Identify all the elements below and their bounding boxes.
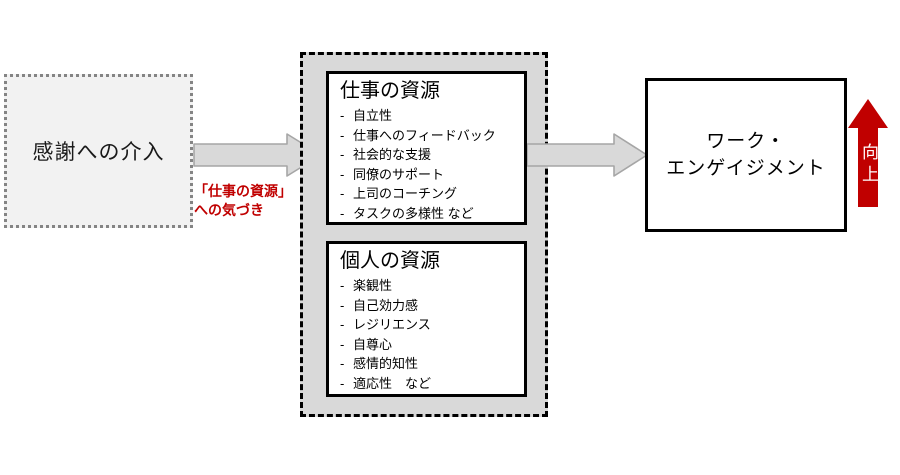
gratitude-intervention-label: 感謝への介入 [32,141,165,164]
list-item-label: 社会的な支援 [353,147,432,162]
list-bullet: - [340,205,345,221]
list-item-label: 上司のコーチング [353,186,458,201]
list-item-label: 自尊心 [353,336,393,352]
list-item-label: 同僚のサポート [353,166,445,182]
list-item: - 自尊心 [340,335,520,355]
list-item: - 楽観性 [340,276,520,296]
awareness-note-line2: への気づき [194,202,264,218]
list-item-label: 感情的知性 [353,356,419,371]
list-item-label: 自己効力感 [353,297,419,313]
personal-resources-title: 個人の資源 [340,250,440,272]
list-item: - 社会的な支援 [340,145,520,165]
work-engagement-label-line1: ワーク・ [706,131,786,152]
up-arrow-icon [848,99,888,207]
list-bullet: - [340,108,345,123]
job-resources-awareness-note: 「仕事の資源」 への気づき [194,182,320,220]
job-resources-box: 仕事の資源 - 自立性 - 仕事へのフィードバック - 社会的な支援 - 同僚の… [326,71,527,225]
work-engagement-box: ワーク・ エンゲイジメント [645,78,847,232]
gratitude-intervention-box: 感謝への介入 [4,74,193,228]
list-item: - 自立性 [340,106,520,126]
list-bullet: - [340,356,345,371]
list-item-label: 楽観性 [353,278,393,293]
list-bullet: - [340,147,345,162]
list-bullet: - [340,375,345,391]
list-item-label: 適応性 など [353,375,432,391]
personal-resources-box: 個人の資源 - 楽観性 - 自己効力感 - レジリエンス - 自尊心 - 感情的… [326,241,527,397]
list-bullet: - [340,278,345,293]
list-item-label: タスクの多様性 など [353,205,474,221]
list-bullet: - [340,186,345,201]
list-item: - 自己効力感 [340,296,520,316]
list-bullet: - [340,127,345,143]
list-bullet: - [340,166,345,182]
job-resources-title: 仕事の資源 [340,80,440,102]
list-bullet: - [340,297,345,313]
list-bullet: - [340,336,345,352]
improvement-label: 向上 [859,143,878,187]
list-item: - タスクの多様性 など [340,204,520,224]
list-item: - 感情的知性 [340,354,520,374]
list-item-label: レジリエンス [353,317,431,332]
list-item-label: 自立性 [353,108,393,123]
list-item: - 上司のコーチング [340,184,520,204]
list-bullet: - [340,317,345,332]
improvement-up-arrow: 向上 [848,99,888,207]
list-item: - 仕事へのフィードバック [340,126,520,146]
list-item-label: 仕事へのフィードバック [353,127,496,143]
awareness-note-line1: 「仕事の資源」 [194,183,292,199]
list-item: - 同僚のサポート [340,165,520,185]
list-item: - 適応性 など [340,374,520,394]
right-arrow-icon [527,133,648,177]
work-engagement-label-line2: エンゲイジメント [666,158,826,179]
list-item: - レジリエンス [340,315,520,335]
